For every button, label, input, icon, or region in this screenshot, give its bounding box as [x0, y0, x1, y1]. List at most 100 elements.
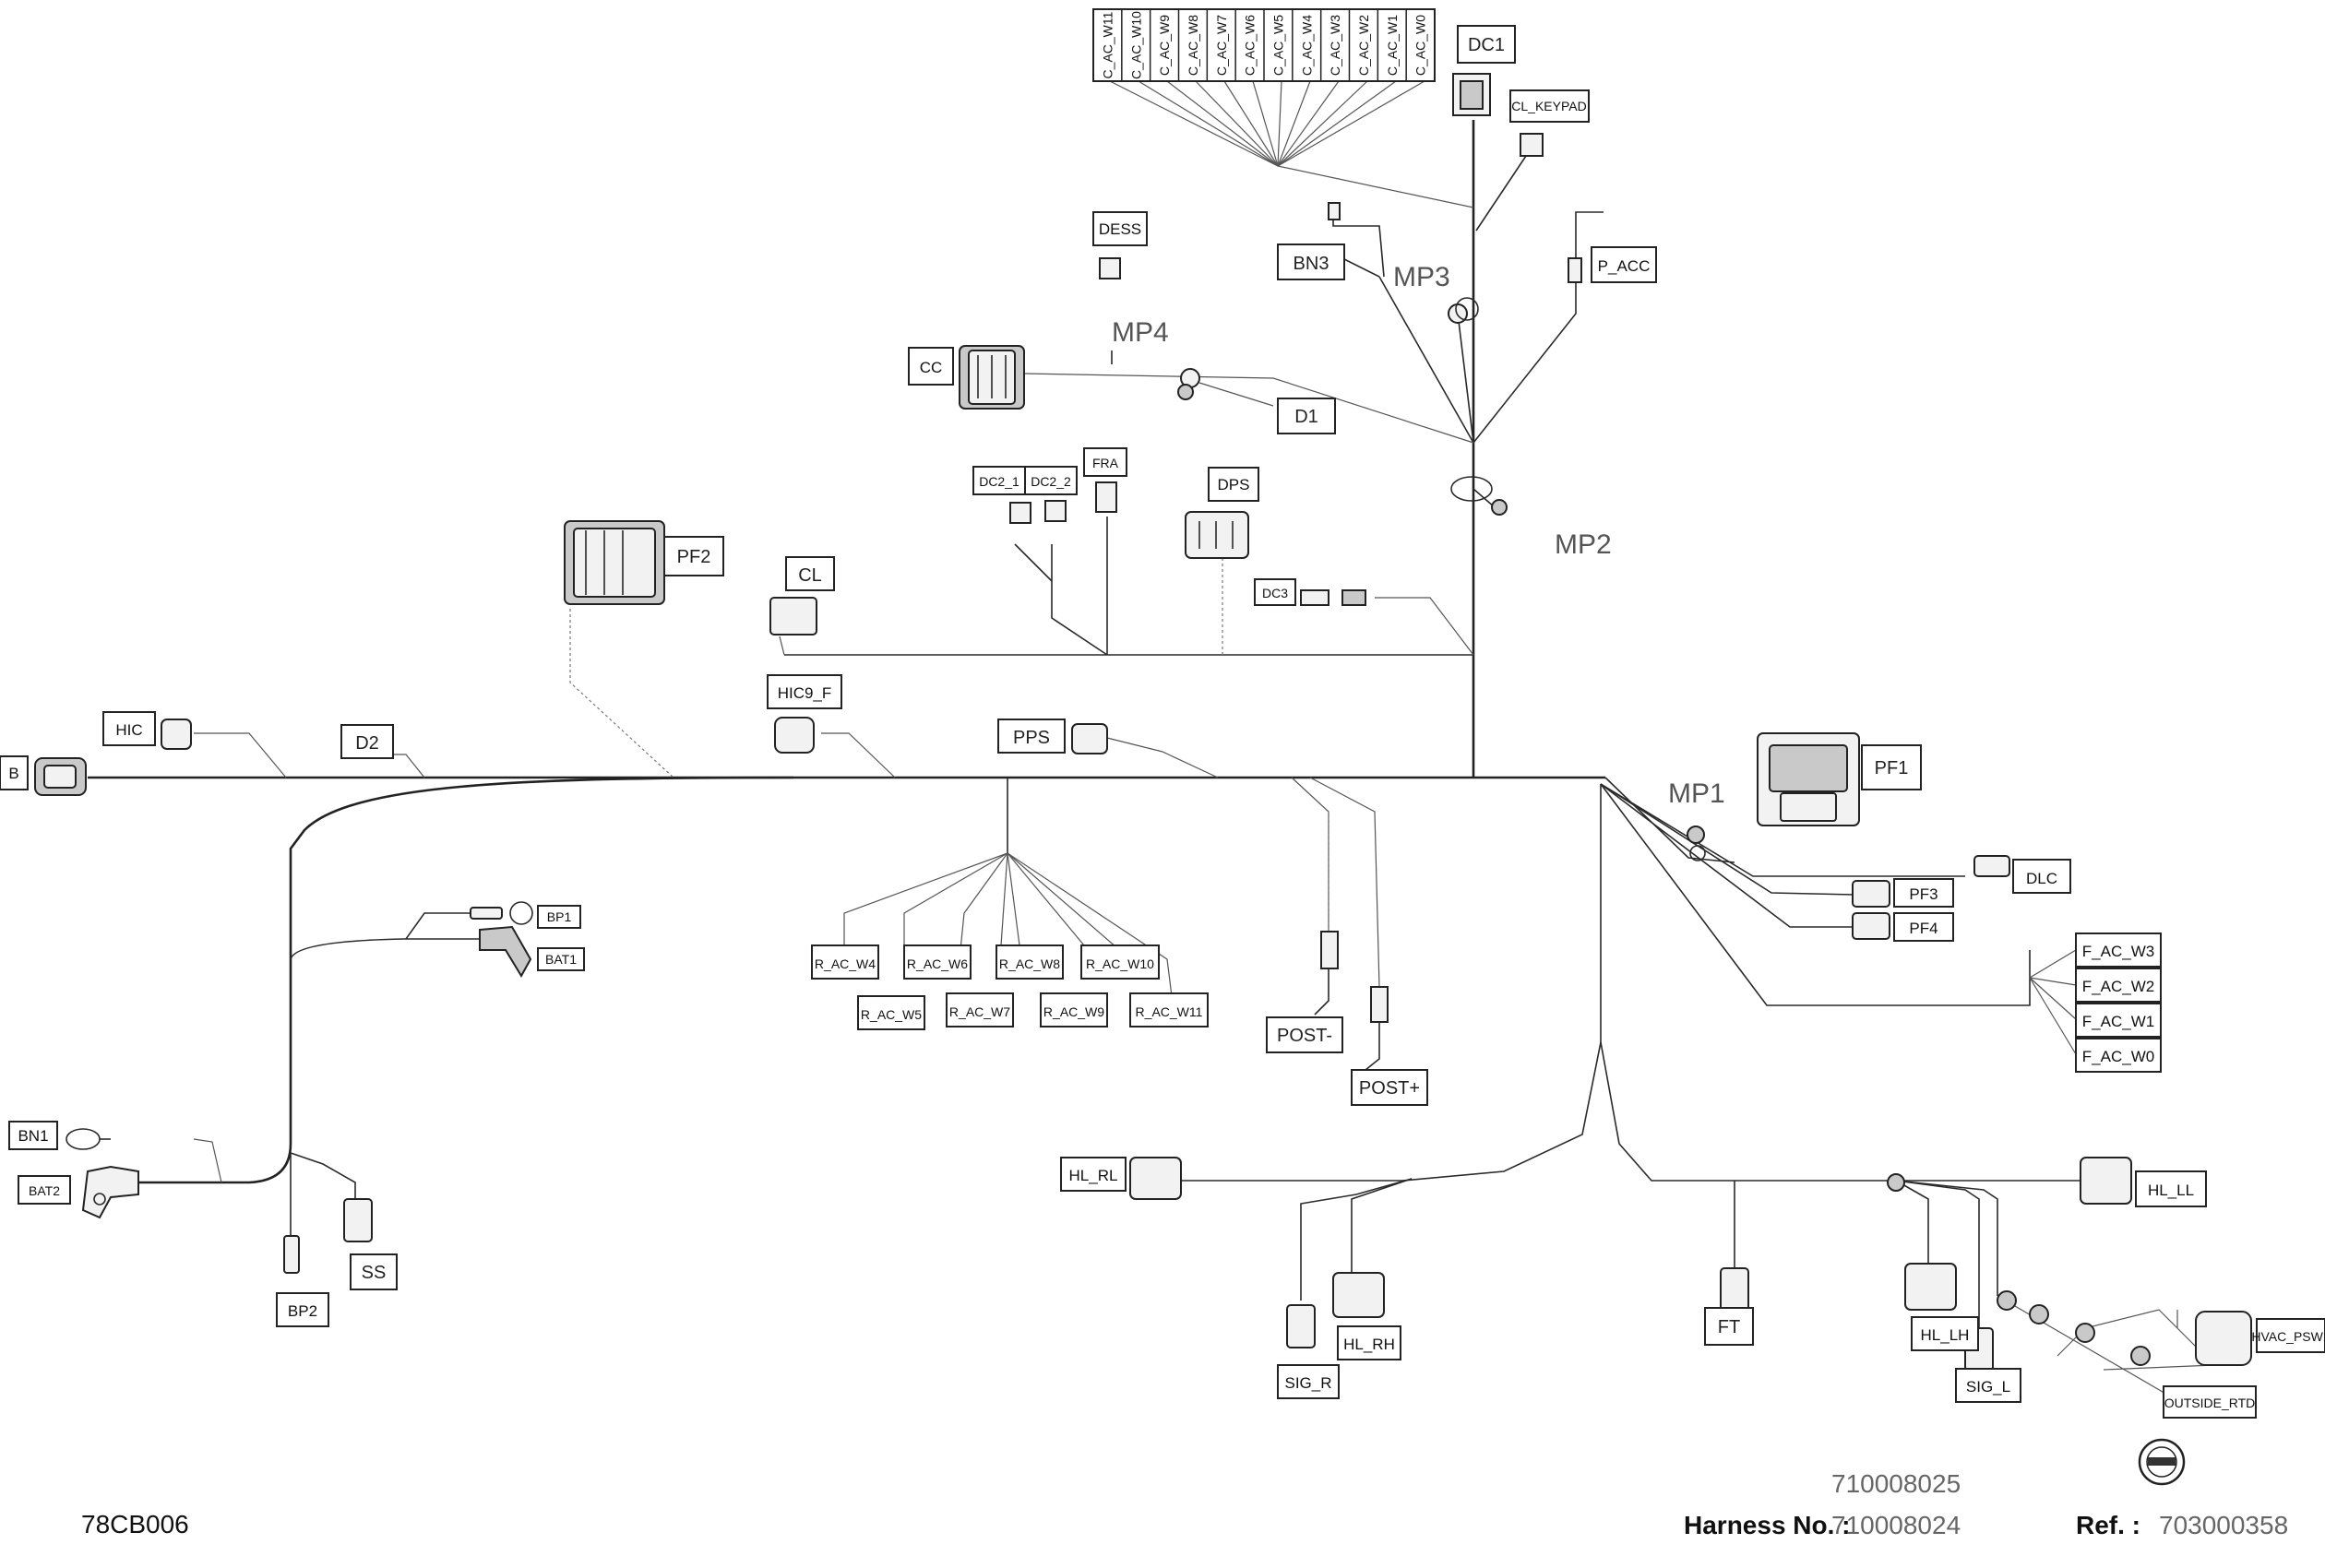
dc2-1-connector[interactable]	[1009, 502, 1031, 524]
drawing-code: 78CB006	[81, 1510, 189, 1538]
b-connector[interactable]	[34, 757, 87, 796]
post-plus-label: POST+	[1359, 1078, 1420, 1099]
sig-r-label: SIG_R	[1284, 1374, 1331, 1392]
r-ac-w10-label: R_AC_W10	[1086, 956, 1154, 971]
dc3-label: DC3	[1262, 586, 1288, 600]
hl-rh-connector[interactable]	[1332, 1272, 1385, 1318]
hl-ll-label: HL_LL	[2148, 1182, 2194, 1199]
mp1-clip[interactable]	[1687, 826, 1706, 861]
r-ac-w8-label: R_AC_W8	[999, 956, 1060, 971]
bp2-terminal[interactable]	[283, 1235, 300, 1274]
bn1-label: BN1	[18, 1127, 48, 1145]
bp1-terminal[interactable]	[470, 901, 533, 925]
hl-lh-connector[interactable]	[1904, 1263, 1957, 1311]
hic-connector[interactable]	[161, 719, 192, 750]
dlc-label: DLC	[2026, 870, 2057, 887]
labels: DC1 CL_KEYPAD DESS BN3 MP3 P_ACC MP4 CC …	[0, 25, 2325, 1419]
f-ac-w3-label: F_AC_W3	[2082, 943, 2154, 960]
cc-label: CC	[920, 359, 943, 376]
bat1-terminal[interactable]	[479, 925, 532, 978]
c-ac-label: C_AC_W8	[1186, 15, 1200, 76]
c-ac-label: C_AC_W0	[1413, 15, 1428, 76]
cc-connector[interactable]	[959, 345, 1025, 410]
c-ac-label: C_AC_W7	[1214, 15, 1229, 76]
ss-label: SS	[362, 1263, 387, 1283]
f-ac-w1-label: F_AC_W1	[2082, 1013, 2154, 1030]
hvac-psw1-label: HVAC_PSW1	[2251, 1329, 2325, 1344]
pf2-fusebox[interactable]	[564, 520, 665, 605]
footer: 78CB006 710008025 Harness No. : 71000802…	[81, 1438, 2288, 1539]
pf3-label: PF3	[1909, 885, 1938, 903]
p-acc-terminal[interactable]	[1568, 211, 1604, 283]
r-ac-w9-label: R_AC_W9	[1043, 1004, 1104, 1019]
hl-rl-label: HL_RL	[1069, 1167, 1118, 1184]
cl-keypad-label: CL_KEYPAD	[1511, 99, 1586, 113]
mp2-ring[interactable]	[1450, 476, 1508, 516]
bp1-label: BP1	[547, 909, 572, 924]
c-ac-label: C_AC_W11	[1100, 11, 1115, 78]
c-ac-label: C_AC_W3	[1328, 15, 1342, 76]
bn3-label: BN3	[1294, 254, 1329, 274]
f-ac-w0-label: F_AC_W0	[2082, 1048, 2154, 1065]
dc2-2-label: DC2_2	[1031, 474, 1071, 489]
sig-r-connector[interactable]	[1286, 1304, 1316, 1348]
cl-keypad-connector[interactable]	[1520, 133, 1544, 157]
dc3-connector[interactable]	[1300, 589, 1366, 606]
bn1-ring-terminal[interactable]	[66, 1128, 111, 1150]
mp3-label: MP3	[1393, 262, 1450, 292]
dps-connector[interactable]	[1185, 511, 1249, 559]
harness-wires	[88, 80, 2215, 1412]
ft-label: FT	[1718, 1317, 1740, 1337]
hl-lh-clip	[1887, 1173, 1905, 1192]
pf1-fusebox[interactable]	[1757, 732, 1860, 826]
dc1-connector[interactable]	[1452, 73, 1491, 116]
hl-rl-connector[interactable]	[1129, 1157, 1182, 1200]
ref-number: 703000358	[2159, 1511, 2288, 1539]
bn3-terminal[interactable]	[1328, 202, 1385, 278]
d1-label: D1	[1294, 407, 1318, 427]
fra-connector[interactable]	[1095, 481, 1117, 513]
hic-label: HIC	[115, 721, 142, 739]
mp4-clip[interactable]	[1177, 368, 1200, 400]
dess-connector[interactable]	[1099, 257, 1121, 279]
post-plus-terminal[interactable]	[1365, 986, 1389, 1071]
mp1-label: MP1	[1668, 778, 1725, 809]
bat2-label: BAT2	[29, 1183, 60, 1198]
r-ac-w4-label: R_AC_W4	[815, 956, 876, 971]
pf3-connector[interactable]	[1852, 880, 1890, 908]
dc2-1-label: DC2_1	[979, 474, 1019, 489]
mp3-clip[interactable]	[1448, 297, 1479, 324]
pf1-label: PF1	[1875, 758, 1909, 778]
c-ac-label: C_AC_W4	[1299, 15, 1314, 76]
harness-label: Harness No. :	[1684, 1511, 1851, 1539]
c-ac-label: C_AC_W6	[1243, 15, 1258, 76]
bp2-label: BP2	[288, 1302, 317, 1320]
mp2-label: MP2	[1555, 529, 1612, 560]
cl-connector[interactable]	[769, 597, 817, 656]
certification-seal-icon	[2138, 1438, 2186, 1486]
hl-lh-label: HL_LH	[1921, 1326, 1970, 1344]
r-ac-w6-label: R_AC_W6	[907, 956, 968, 971]
ref-label: Ref. :	[2076, 1511, 2140, 1539]
c-ac-label: C_AC_W10	[1128, 11, 1143, 79]
dlc-connector[interactable]	[1973, 855, 2010, 877]
hvac-psw1-connector[interactable]	[2195, 1311, 2252, 1366]
hic9-f-connector[interactable]	[774, 717, 815, 754]
pf4-connector[interactable]	[1852, 912, 1890, 940]
b-label: B	[8, 765, 18, 782]
r-ac-w5-label: R_AC_W5	[861, 1007, 922, 1022]
dps-label: DPS	[1218, 476, 1250, 493]
bat2-terminal[interactable]	[81, 1165, 139, 1219]
r-ac-w7-label: R_AC_W7	[949, 1004, 1010, 1019]
post-minus-terminal[interactable]	[1314, 931, 1339, 1016]
f-ac-w2-label: F_AC_W2	[2082, 978, 2154, 995]
c-ac-label: C_AC_W2	[1356, 15, 1371, 76]
dc2-2-connector[interactable]	[1044, 500, 1067, 522]
hic9-f-label: HIC9_F	[778, 684, 832, 702]
hl-ll-connector[interactable]	[2080, 1157, 2132, 1205]
outside-rtd-clips[interactable]	[1997, 1290, 2151, 1366]
pps-connector[interactable]	[1071, 723, 1108, 754]
ss-connector[interactable]	[343, 1198, 373, 1242]
